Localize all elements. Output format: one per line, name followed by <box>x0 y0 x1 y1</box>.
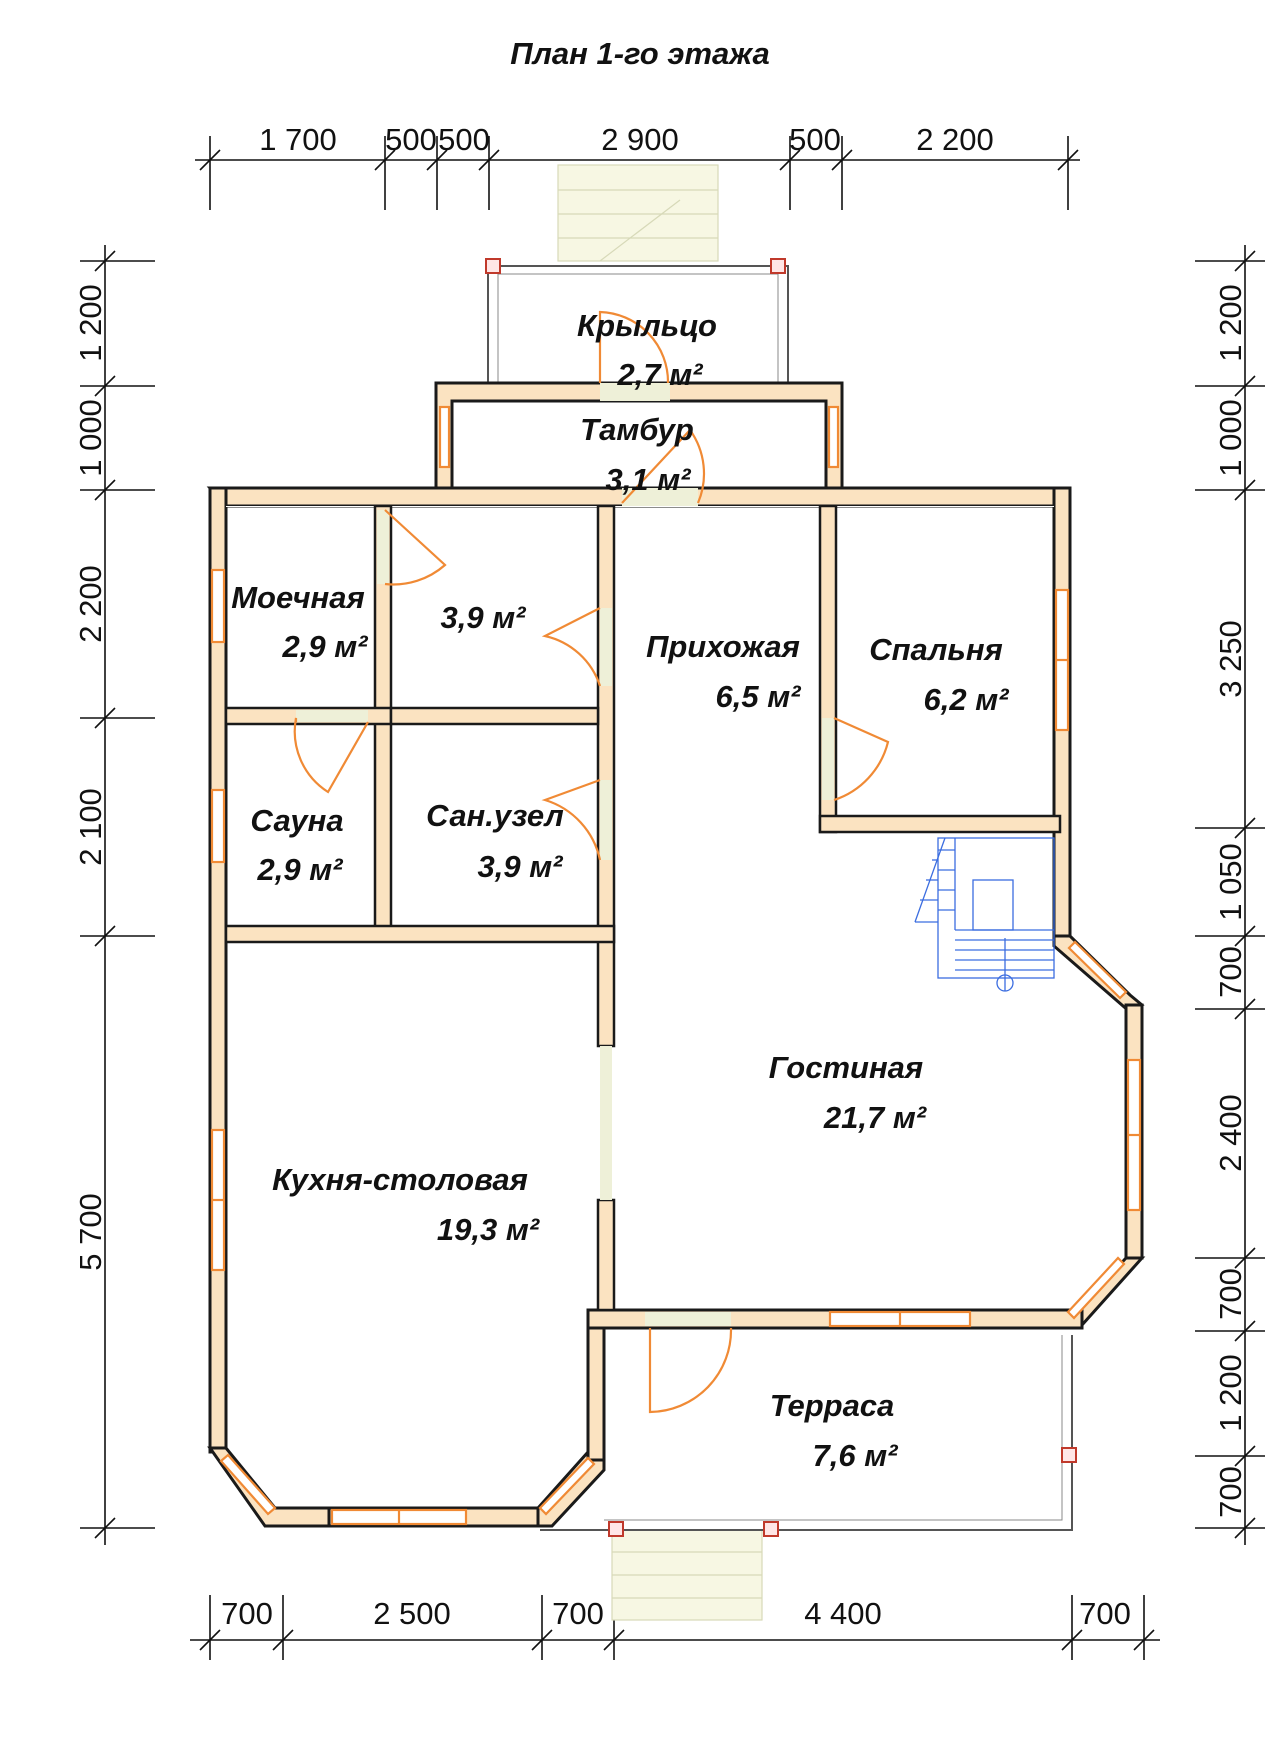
terrace-post-mid <box>763 1521 779 1537</box>
dim-bottom-1: 700 <box>221 1596 273 1631</box>
dim-top-6: 2 200 <box>916 122 994 157</box>
room-porch-area: 2,7 м² <box>617 357 704 392</box>
room-sauna-name: Сауна <box>250 803 343 838</box>
dim-right-7: 700 <box>1213 1268 1248 1320</box>
terrace-post-right <box>1061 1447 1077 1463</box>
room-bedroom-name: Спальня <box>869 632 1003 667</box>
room-wc-name: Сан.узел <box>426 798 564 833</box>
dim-left-1: 1 200 <box>73 284 108 362</box>
dim-labels-left: 1 200 1 000 2 200 2 100 5 700 <box>73 284 108 1271</box>
partitions <box>224 504 1062 1312</box>
room-bedroom-area: 6,2 м² <box>924 682 1010 717</box>
dim-labels-right: 1 200 1 000 3 250 1 050 700 2 400 700 1 … <box>1213 284 1248 1518</box>
room-sauna-area: 2,9 м² <box>257 852 344 887</box>
dim-right-3: 3 250 <box>1213 620 1248 698</box>
door-swings <box>293 310 890 1414</box>
dim-top-4: 2 900 <box>601 122 679 157</box>
porch-post-left <box>485 258 501 274</box>
dim-bottom-3: 700 <box>552 1596 604 1631</box>
room-hall-area: 6,5 м² <box>716 679 802 714</box>
dim-left-2: 1 000 <box>73 399 108 477</box>
porch-railing <box>485 258 789 385</box>
window-sauna <box>210 788 226 864</box>
dim-right-1: 1 200 <box>1213 284 1248 362</box>
porch-post-right <box>770 258 786 274</box>
front-steps <box>557 164 719 262</box>
windows <box>210 568 1142 1526</box>
room-kitchen-area: 19,3 м² <box>437 1212 540 1247</box>
dim-right-9: 700 <box>1213 1466 1248 1518</box>
dim-top-2: 500 <box>385 122 437 157</box>
dim-right-2: 1 000 <box>1213 399 1248 477</box>
dim-ticks-left <box>80 250 155 1539</box>
dim-right-6: 2 400 <box>1213 1094 1248 1172</box>
window-bay-upper <box>1067 940 1128 1000</box>
window-wash <box>210 568 226 644</box>
room-unnamed-area: 3,9 м² <box>441 600 527 635</box>
door-openings <box>296 488 834 1326</box>
dim-ticks-bottom <box>199 1595 1155 1660</box>
window-bay-lower <box>1066 1256 1126 1320</box>
dim-right-8: 1 200 <box>1213 1354 1248 1432</box>
room-porch-name: Крыльцо <box>577 308 717 343</box>
dim-top-5: 500 <box>789 122 841 157</box>
dim-right-5: 700 <box>1213 946 1248 998</box>
dim-top-1: 1 700 <box>259 122 337 157</box>
room-wc-area: 3,9 м² <box>478 849 564 884</box>
dim-bottom-2: 2 500 <box>373 1596 451 1631</box>
window-kitchen-chamfer-right <box>538 1456 596 1516</box>
room-floors <box>226 506 1054 507</box>
dim-bottom-4: 4 400 <box>804 1596 882 1631</box>
terrace-post-left <box>608 1521 624 1537</box>
room-hall-name: Прихожая <box>646 629 800 664</box>
dim-bottom-5: 700 <box>1079 1596 1131 1631</box>
room-vestibule-name: Тамбур <box>580 412 694 447</box>
dim-ticks-right <box>1195 250 1265 1539</box>
room-kitchen-name: Кухня-столовая <box>272 1162 528 1197</box>
terrace-railing <box>540 1335 1077 1537</box>
dim-labels-bottom: 700 2 500 700 4 400 700 <box>221 1596 1131 1631</box>
room-labels: Крыльцо 2,7 м² Тамбур 3,1 м² Моечная 2,9… <box>231 308 1009 1473</box>
dim-right-4: 1 050 <box>1213 843 1248 921</box>
window-kitchen-chamfer-left <box>219 1453 277 1516</box>
terrace-steps <box>611 1529 763 1621</box>
staircase <box>914 837 1055 992</box>
room-terrace-area: 7,6 м² <box>813 1438 899 1473</box>
room-vestibule-area: 3,1 м² <box>606 462 692 497</box>
dim-ticks-top <box>199 136 1079 210</box>
dim-left-5: 5 700 <box>73 1193 108 1271</box>
dim-top-3: 500 <box>438 122 490 157</box>
room-wash-area: 2,9 м² <box>282 629 369 664</box>
plan-title: План 1-го этажа <box>510 36 769 71</box>
room-terrace-name: Терраса <box>770 1388 895 1423</box>
dim-left-3: 2 200 <box>73 565 108 643</box>
room-wash-name: Моечная <box>231 580 365 615</box>
dim-left-4: 2 100 <box>73 788 108 866</box>
dim-labels-top: 1 700 500 500 2 900 500 2 200 <box>259 122 994 157</box>
room-living-name: Гостиная <box>769 1050 923 1085</box>
dimension-lines <box>80 136 1265 1660</box>
room-living-area: 21,7 м² <box>823 1100 927 1135</box>
